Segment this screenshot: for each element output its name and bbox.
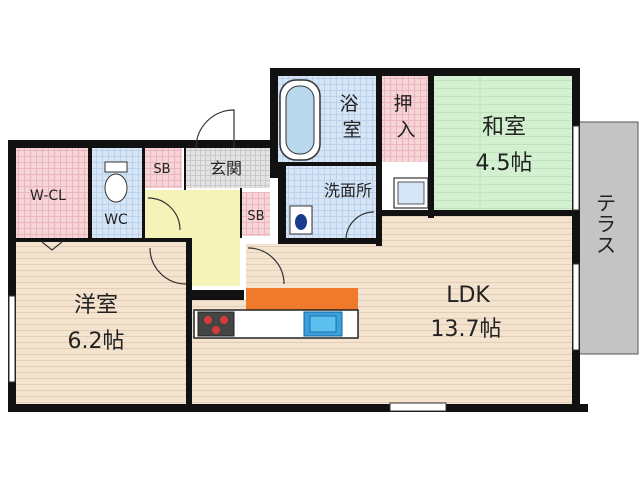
toilet-icon [104,173,128,203]
label-terrace: テラス [596,191,616,257]
size-ldk: 13.7帖 [431,317,502,342]
label-washitsu: 和室 [482,115,526,140]
label-sb2: SB [247,209,264,224]
window [572,263,580,351]
room-washitsu [432,74,576,214]
room-youshitsu [14,242,190,406]
door-swings [41,109,375,285]
label-wc: WC [104,212,128,228]
label-wcl: W-CL [30,188,66,204]
label-oshiire: 押 入 [393,93,418,141]
room-oshiire [382,74,430,162]
window [8,295,16,383]
label-yokushitsu: 浴 室 [339,93,364,141]
room-sb1 [144,148,182,188]
room-genkan [186,148,270,188]
label-senmenjo: 洗面所 [324,181,372,200]
room-ldk [192,214,576,406]
kitchen-counter [246,288,358,310]
burner-icon [220,316,228,324]
room-wcl [14,148,90,238]
size-youshitsu: 6.2帖 [68,329,125,354]
burner-icon [204,316,212,324]
walls [8,68,588,412]
terrace [573,121,639,355]
label-ldk: LDK [446,283,490,308]
window [389,402,447,412]
label-genkan: 玄関 [210,159,242,178]
burner-icon [212,326,220,334]
label-youshitsu: 洋室 [74,293,118,318]
window [572,125,580,211]
room-sb2 [242,192,270,236]
label-sb1: SB [153,162,170,177]
size-washitsu: 4.5帖 [476,151,533,176]
